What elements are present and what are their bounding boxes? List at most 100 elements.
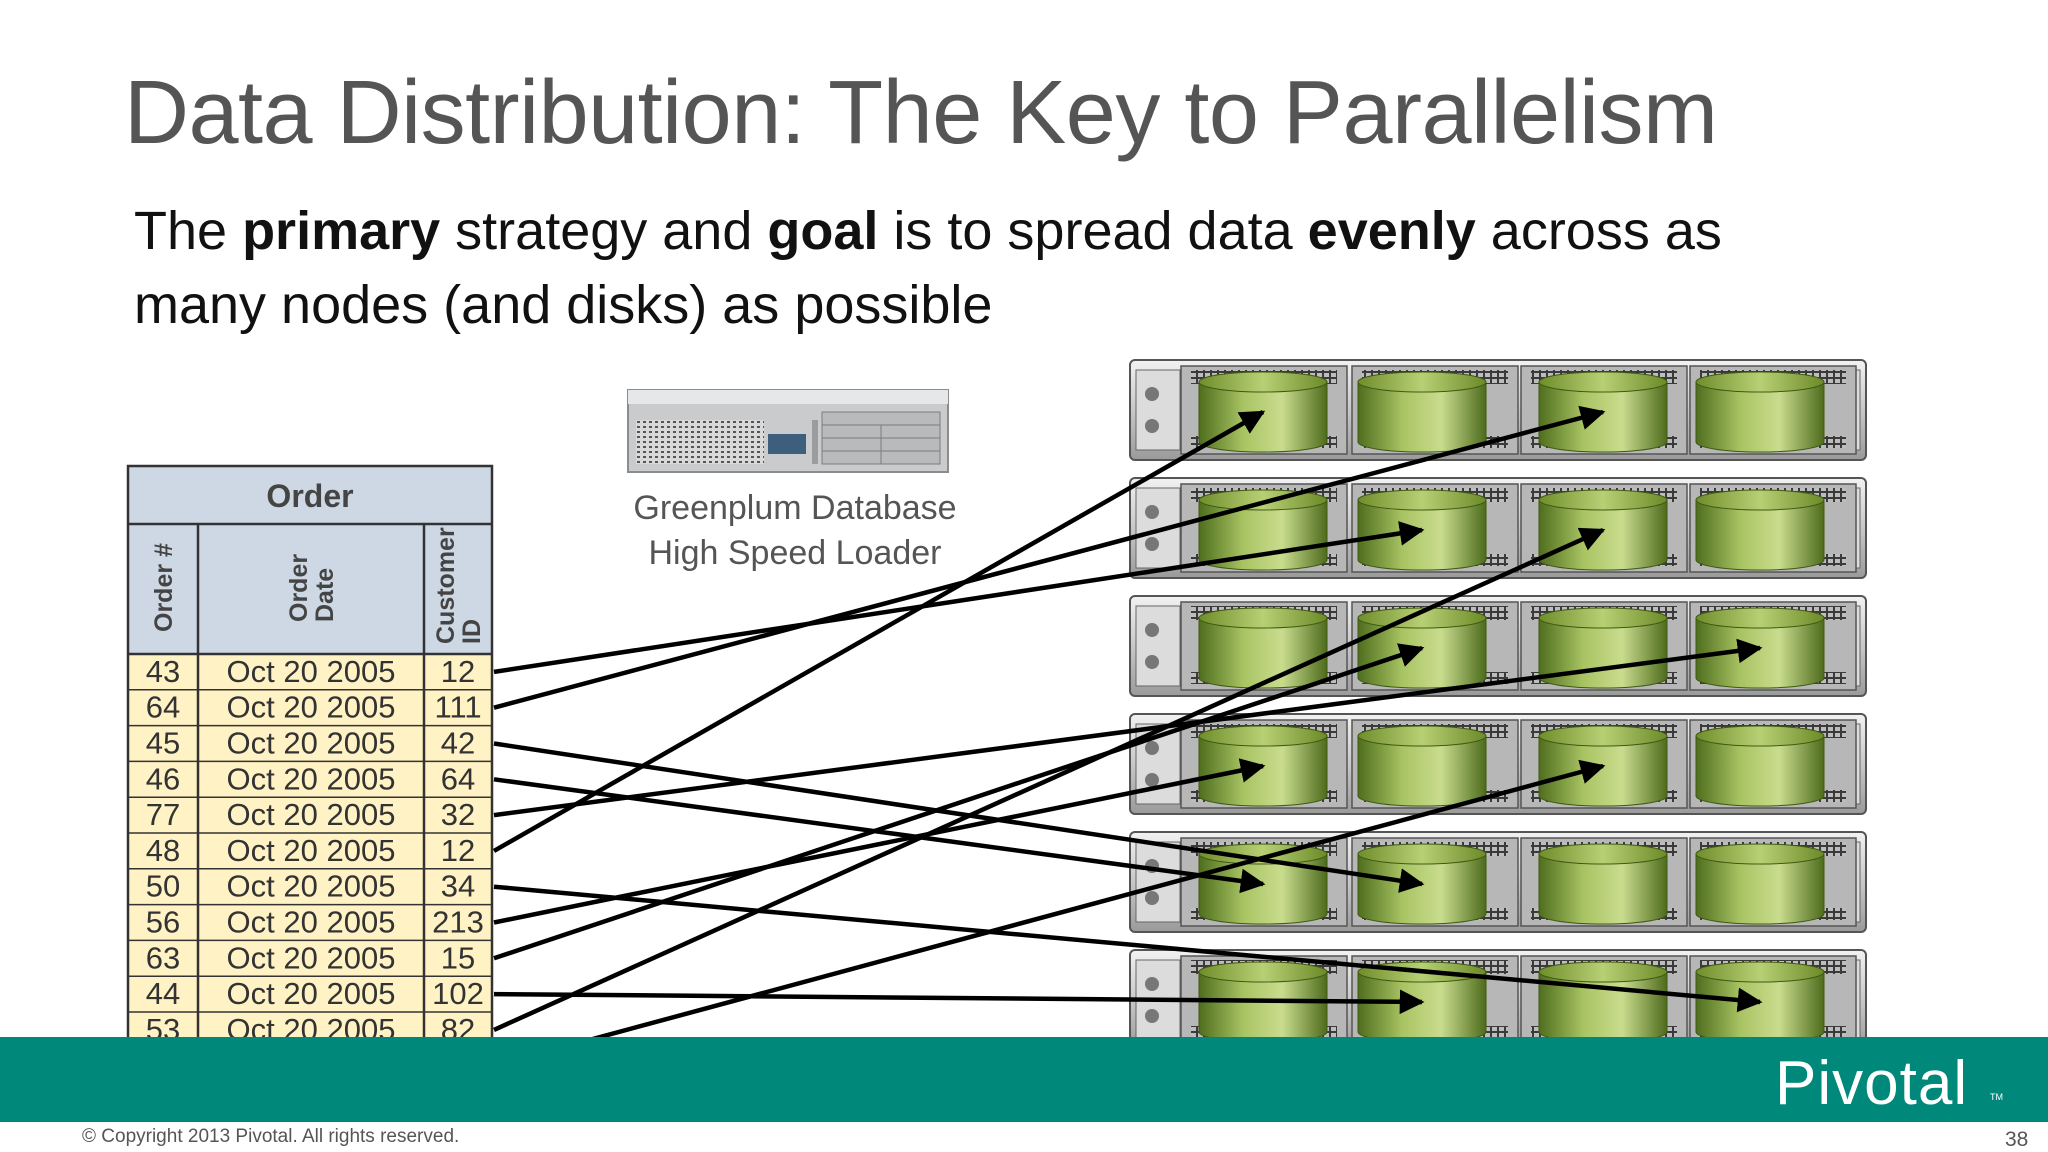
disk-cylinder xyxy=(1695,499,1825,571)
page-number: 38 xyxy=(2005,1128,2029,1151)
disk-top xyxy=(1695,725,1825,747)
disk-top xyxy=(1695,843,1825,865)
disk-slot xyxy=(1180,719,1348,809)
distribution-arrow xyxy=(493,643,1425,961)
disk-top xyxy=(1198,607,1328,629)
disk-slot xyxy=(1689,837,1857,927)
disk-top xyxy=(1198,371,1328,393)
table-cell: 56 xyxy=(146,905,180,940)
disk-top xyxy=(1538,489,1668,511)
disk-slot xyxy=(1180,483,1348,573)
table-cell: Oct 20 2005 xyxy=(227,761,396,796)
distribution-arrow xyxy=(493,989,1425,1015)
disk-top xyxy=(1695,489,1825,511)
server-node xyxy=(1129,831,1867,933)
subtitle-part: The xyxy=(134,201,243,261)
table-title: Order xyxy=(266,478,353,514)
subtitle-part: is to spread data xyxy=(878,201,1308,261)
table-cell: 77 xyxy=(146,797,180,832)
disk-slot xyxy=(1351,365,1519,455)
slide-title: Data Distribution: The Key to Parallelis… xyxy=(124,63,1718,163)
distribution-arrow xyxy=(493,527,1606,1032)
disk-cylinder xyxy=(1538,617,1668,689)
disk-slot xyxy=(1180,365,1348,455)
disk-slot xyxy=(1351,837,1519,927)
table-column-header: Order xyxy=(285,554,313,622)
loader-label-line2: High Speed Loader xyxy=(648,534,942,572)
disk-top xyxy=(1538,725,1668,747)
server-screw xyxy=(1145,387,1159,401)
disk-slot xyxy=(1689,719,1857,809)
table-cell: Oct 20 2005 xyxy=(227,726,396,761)
server-screw xyxy=(1145,741,1159,755)
subtitle-part: evenly xyxy=(1307,201,1476,261)
server-ear-left xyxy=(1135,369,1181,451)
table-cell: 44 xyxy=(146,976,180,1011)
disk-top xyxy=(1357,607,1487,629)
server-screw xyxy=(1145,537,1159,551)
disk-slot xyxy=(1520,955,1688,1045)
disk-slot xyxy=(1689,365,1857,455)
server-ear-left xyxy=(1135,605,1181,687)
server-screw xyxy=(1145,623,1159,637)
distribution-arrow xyxy=(493,884,1763,1013)
disk-slot xyxy=(1351,719,1519,809)
disk-slot xyxy=(1520,719,1688,809)
table-cell: Oct 20 2005 xyxy=(227,905,396,940)
server-screw xyxy=(1145,891,1159,905)
server-node xyxy=(1129,477,1867,579)
slide-subtitle: The primary strategy and goal is to spre… xyxy=(134,194,1834,342)
table-cell: 213 xyxy=(432,905,484,940)
distribution-arrow xyxy=(492,410,1266,853)
server-node xyxy=(1129,713,1867,815)
disk-top xyxy=(1695,371,1825,393)
disk-top xyxy=(1695,607,1825,629)
server-screw xyxy=(1145,977,1159,991)
server-screw xyxy=(1145,655,1159,669)
table-cell: Oct 20 2005 xyxy=(227,690,396,725)
loader-label-line1: Greenplum Database xyxy=(633,489,957,527)
loader-label: Greenplum Database High Speed Loader xyxy=(605,486,985,576)
disk-slot xyxy=(1520,601,1688,691)
subtitle-part: across as many nodes (and disks) as poss… xyxy=(134,201,1722,335)
table-column-header: Date xyxy=(311,568,339,622)
distribution-arrow xyxy=(493,405,1606,710)
server-screw xyxy=(1145,773,1159,787)
disk-slot xyxy=(1351,601,1519,691)
table-cell: Oct 20 2005 xyxy=(227,797,396,832)
disk-top xyxy=(1357,843,1487,865)
table-cell: 32 xyxy=(441,797,475,832)
disk-slot xyxy=(1180,837,1348,927)
loader-server-icon xyxy=(627,389,949,473)
disk-cylinder xyxy=(1538,853,1668,925)
subtitle-part: primary xyxy=(242,201,441,261)
table-cell: 64 xyxy=(146,690,180,725)
table-cell: 48 xyxy=(146,833,180,868)
table-cell: 43 xyxy=(146,654,180,689)
disk-slot xyxy=(1689,483,1857,573)
distribution-arrow xyxy=(493,741,1425,893)
pivotal-logo: Pivotal xyxy=(1775,1049,1969,1118)
table-cell: Oct 20 2005 xyxy=(227,833,396,868)
disk-top xyxy=(1695,961,1825,983)
disk-slot xyxy=(1520,837,1688,927)
table-column-header: Order # xyxy=(150,543,178,632)
disk-top xyxy=(1198,725,1328,747)
distribution-arrow xyxy=(493,759,1606,1068)
subtitle-part: goal xyxy=(767,201,879,261)
disk-slot xyxy=(1689,601,1857,691)
table-cell: 12 xyxy=(441,833,475,868)
table-cell: 46 xyxy=(146,761,180,796)
table-cell: 63 xyxy=(146,940,180,975)
table-cell: 45 xyxy=(146,726,180,761)
subtitle-part: strategy and xyxy=(440,201,768,261)
disk-slot xyxy=(1520,365,1688,455)
table-cell: 64 xyxy=(441,761,475,796)
server-screw xyxy=(1145,505,1159,519)
logo-trademark: TM xyxy=(1990,1092,2003,1102)
table-cell: Oct 20 2005 xyxy=(227,869,396,904)
table-cell: Oct 20 2005 xyxy=(227,940,396,975)
table-cell: Oct 20 2005 xyxy=(227,654,396,689)
disk-top xyxy=(1357,371,1487,393)
